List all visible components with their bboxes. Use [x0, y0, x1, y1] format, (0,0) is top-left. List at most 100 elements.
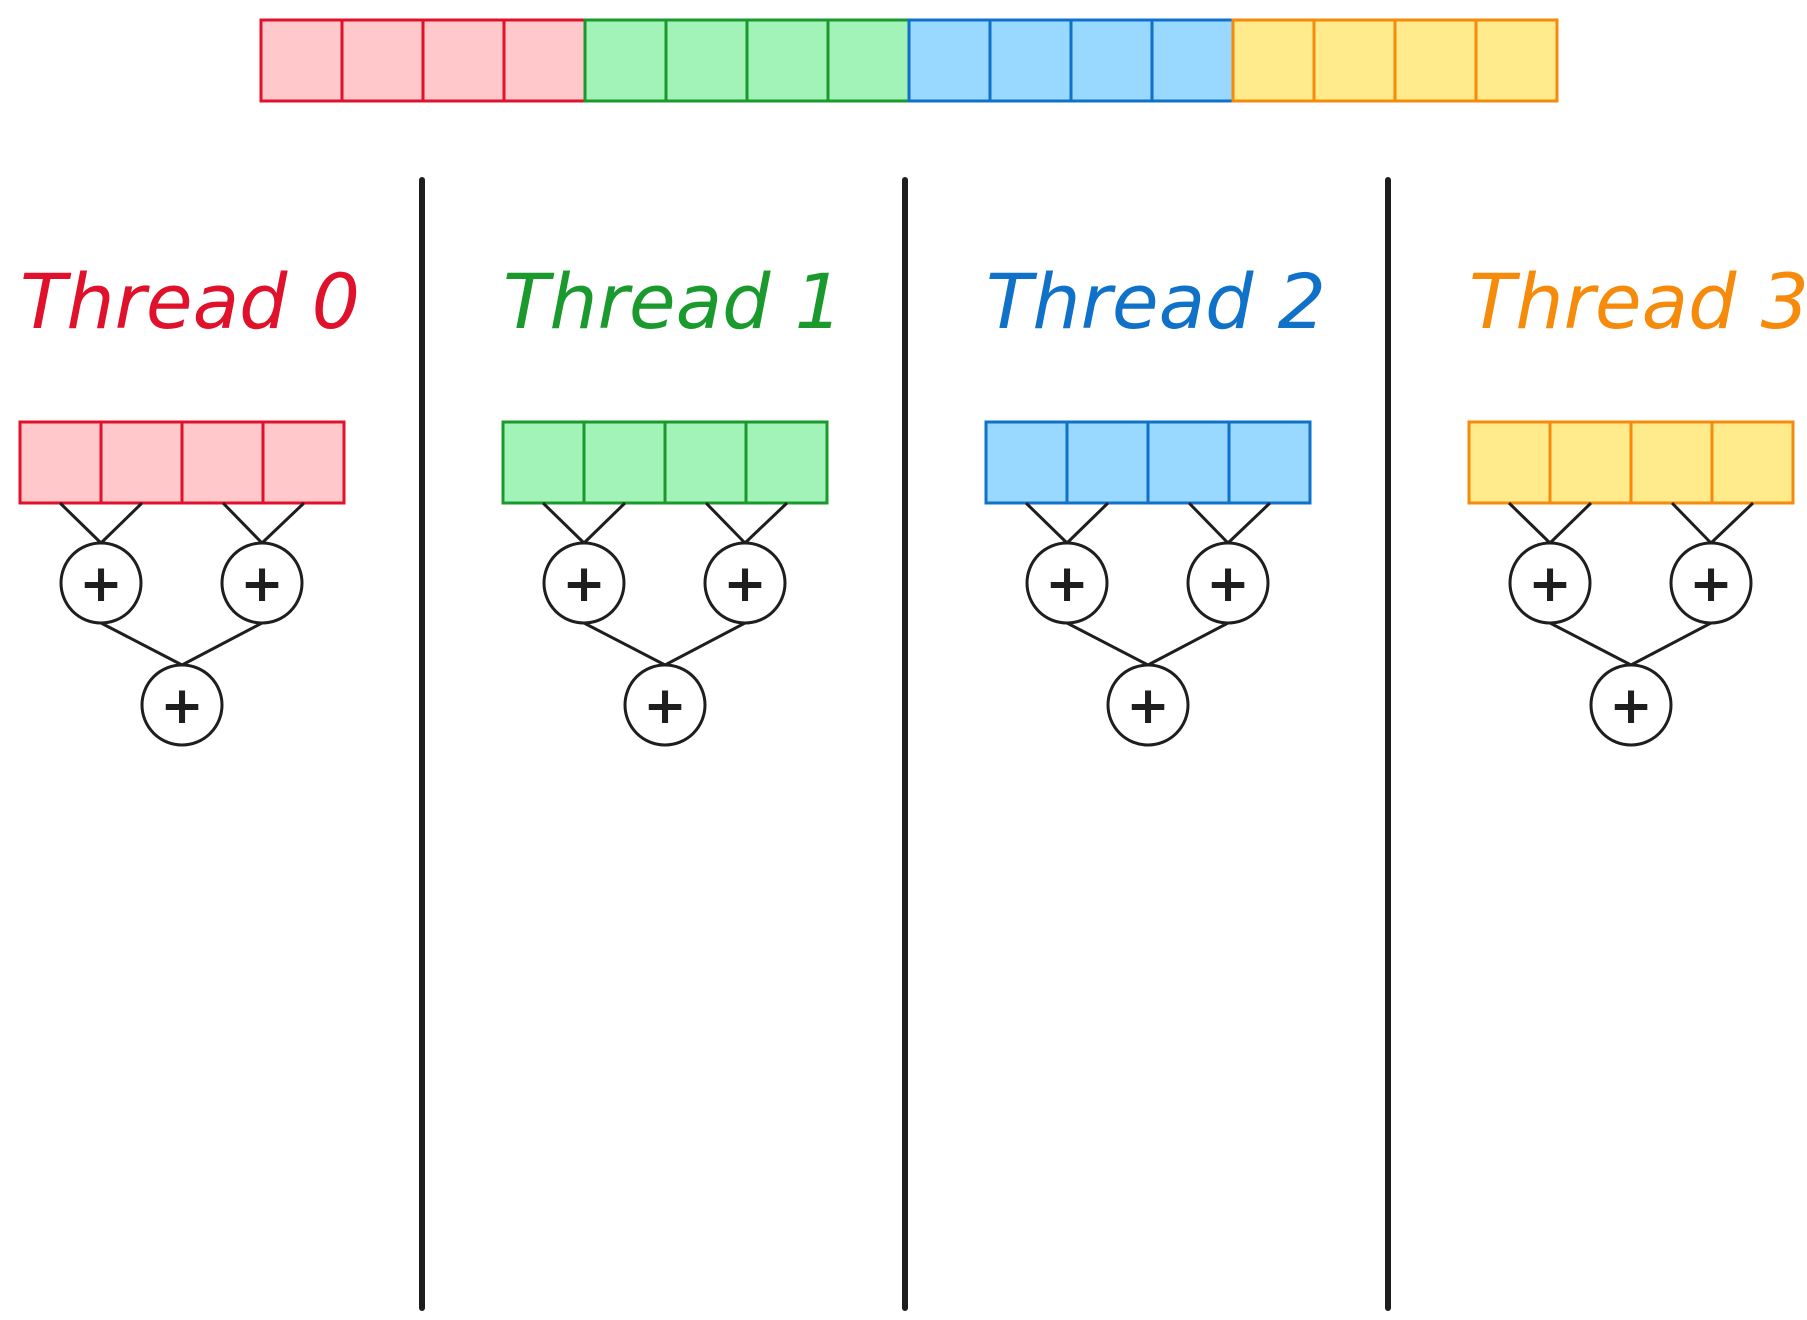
operator-circle — [1106, 663, 1190, 747]
thread-separators — [419, 177, 1391, 1311]
operator-circle — [1669, 541, 1753, 625]
input-cell-t3-0 — [1231, 18, 1316, 103]
plus-icon: + — [1206, 554, 1250, 614]
plus-icon: + — [160, 676, 204, 736]
reduction-edge-2 — [1187, 501, 1230, 545]
plus-icon: + — [562, 554, 606, 614]
operator-circle — [1508, 541, 1592, 625]
thread-cell-1 — [1548, 420, 1633, 505]
thread-label: Thread 3 — [1469, 257, 1807, 346]
reduction-edge-5 — [1630, 621, 1712, 667]
add-operator-node-1: + — [703, 541, 787, 625]
plus-icon: + — [723, 554, 767, 614]
add-operator-node-2: + — [140, 663, 224, 747]
operator-circle — [542, 541, 626, 625]
thread-label: Thread 0 — [20, 257, 360, 346]
input-cell-t3-2 — [1393, 18, 1478, 103]
reduction-edge-5 — [664, 621, 746, 667]
thread-cell-0 — [18, 420, 103, 505]
thread-cell-0 — [984, 420, 1069, 505]
input-cell-t1-2 — [745, 18, 830, 103]
reduction-edge-5 — [181, 621, 263, 667]
reduction-edge-0 — [1024, 501, 1069, 545]
reduction-edge-2 — [704, 501, 747, 545]
add-operator-node-2: + — [1589, 663, 1673, 747]
reduction-edge-5 — [1147, 621, 1229, 667]
thread-cell-0 — [1467, 420, 1552, 505]
thread-cell-2 — [663, 420, 748, 505]
reduction-edge-0 — [541, 501, 586, 545]
reduction-edge-0 — [1507, 501, 1552, 545]
reduction-edge-0 — [58, 501, 103, 545]
operator-circle — [1589, 663, 1673, 747]
plus-icon: + — [1528, 554, 1572, 614]
reduction-edge-3 — [743, 501, 789, 545]
thread-column-0: Thread 0 + + + — [18, 257, 360, 747]
input-cell-t0-2 — [421, 18, 506, 103]
thread-label: Thread 1 — [503, 257, 843, 346]
plus-icon: + — [1126, 676, 1170, 736]
operator-circle — [59, 541, 143, 625]
input-cell-t0-1 — [340, 18, 425, 103]
plus-icon: + — [1689, 554, 1733, 614]
plus-icon: + — [79, 554, 123, 614]
input-cell-t0-0 — [259, 18, 344, 103]
operator-circle — [703, 541, 787, 625]
operator-circle — [623, 663, 707, 747]
thread-column-2: Thread 2 + + + — [984, 257, 1326, 747]
shared-input-array — [259, 18, 1559, 103]
reduction-edge-4 — [1549, 621, 1632, 667]
plus-icon: + — [1045, 554, 1089, 614]
thread-cell-2 — [1629, 420, 1714, 505]
plus-icon: + — [643, 676, 687, 736]
input-cell-t2-2 — [1069, 18, 1154, 103]
reduction-edge-3 — [260, 501, 306, 545]
plus-icon: + — [240, 554, 284, 614]
input-cell-t3-3 — [1474, 18, 1559, 103]
reduction-edge-1 — [1065, 501, 1110, 545]
thread-columns: Thread 0+++Thread 1+++Thread 2+++Thread … — [18, 257, 1807, 747]
add-operator-node-2: + — [623, 663, 707, 747]
thread-cell-1 — [582, 420, 667, 505]
thread-cell-1 — [99, 420, 184, 505]
input-cell-t1-3 — [826, 18, 911, 103]
thread-cell-3 — [1227, 420, 1312, 505]
input-cell-t0-3 — [502, 18, 587, 103]
thread-label: Thread 2 — [986, 257, 1326, 346]
add-operator-node-0: + — [1025, 541, 1109, 625]
input-cell-t2-0 — [907, 18, 992, 103]
add-operator-node-1: + — [1186, 541, 1270, 625]
add-operator-node-0: + — [59, 541, 143, 625]
input-cell-t1-0 — [583, 18, 668, 103]
thread-column-3: Thread 3 + + + — [1467, 257, 1807, 747]
reduction-edge-1 — [99, 501, 144, 545]
thread-cell-2 — [1146, 420, 1231, 505]
add-operator-node-2: + — [1106, 663, 1190, 747]
reduction-edge-2 — [221, 501, 264, 545]
reduction-edge-1 — [582, 501, 627, 545]
reduction-edge-2 — [1670, 501, 1713, 545]
add-operator-node-0: + — [1508, 541, 1592, 625]
operator-circle — [220, 541, 304, 625]
add-operator-node-0: + — [542, 541, 626, 625]
reduction-edge-1 — [1548, 501, 1593, 545]
add-operator-node-1: + — [220, 541, 304, 625]
reduction-edge-4 — [583, 621, 666, 667]
thread-cell-3 — [1710, 420, 1795, 505]
thread-cell-2 — [180, 420, 265, 505]
operator-circle — [1186, 541, 1270, 625]
input-cell-t3-1 — [1312, 18, 1397, 103]
add-operator-node-1: + — [1669, 541, 1753, 625]
input-cell-t2-3 — [1150, 18, 1235, 103]
thread-cell-3 — [744, 420, 829, 505]
reduction-edge-3 — [1709, 501, 1755, 545]
reduction-edge-3 — [1226, 501, 1272, 545]
input-cell-t2-1 — [988, 18, 1073, 103]
plus-icon: + — [1609, 676, 1653, 736]
thread-column-1: Thread 1 + + + — [501, 257, 843, 747]
operator-circle — [1025, 541, 1109, 625]
reduction-edge-4 — [1066, 621, 1149, 667]
input-cell-t1-1 — [664, 18, 749, 103]
thread-cell-3 — [261, 420, 346, 505]
